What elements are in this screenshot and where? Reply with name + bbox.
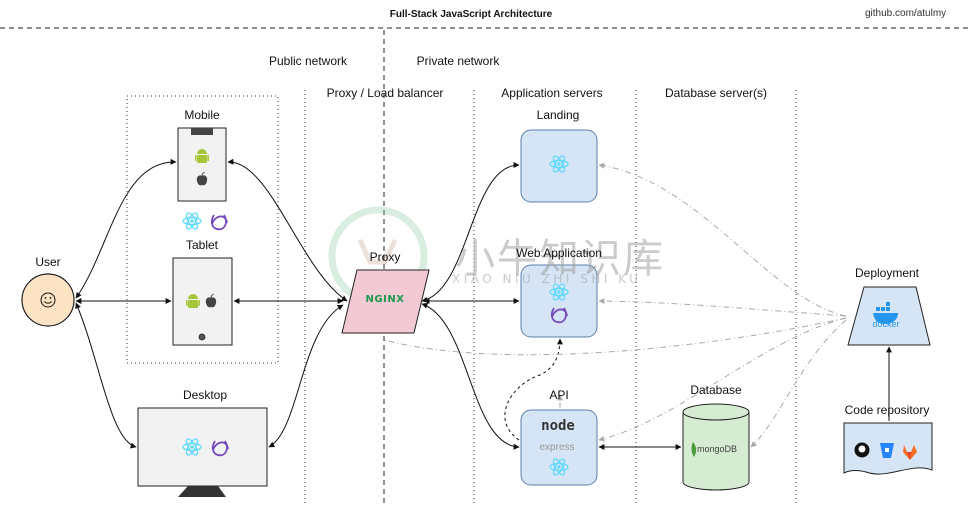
mongodb-leaf-icon xyxy=(691,442,697,457)
landing-node xyxy=(520,129,598,203)
zone-proxy: Proxy / Load balancer xyxy=(326,86,444,100)
mobile-device xyxy=(177,127,227,202)
mobile-label: Mobile xyxy=(184,108,220,122)
landing-label: Landing xyxy=(536,108,580,122)
watermark-cn: 小牛知识库 xyxy=(455,236,665,282)
mobile-notch xyxy=(191,128,213,135)
desktop-monitor xyxy=(137,407,268,487)
smiley-icon xyxy=(40,292,56,308)
api-node xyxy=(520,409,598,486)
deployment-label: Deployment xyxy=(854,266,920,280)
docker-icon xyxy=(873,302,898,324)
node-logo: node xyxy=(541,418,575,434)
github-icon xyxy=(854,442,870,458)
tablet-home-button xyxy=(198,333,206,341)
database-node xyxy=(682,412,750,491)
webapp-label: Web Application xyxy=(516,246,602,260)
code-repo-label: Code repository xyxy=(844,403,930,417)
deployment-connections xyxy=(383,162,847,448)
proxy-label: Proxy xyxy=(369,250,401,264)
docker-logo: docker xyxy=(872,319,900,329)
tablet-device xyxy=(172,257,233,346)
tablet-label: Tablet xyxy=(185,238,219,252)
zone-db-server: Database server(s) xyxy=(664,86,768,100)
desktop-label: Desktop xyxy=(182,388,228,402)
user-node xyxy=(21,273,75,327)
bitbucket-icon xyxy=(880,443,894,458)
api-label: API xyxy=(549,388,569,402)
proxy-node xyxy=(341,269,430,334)
gitlab-icon xyxy=(903,445,917,460)
zone-public-network: Public network xyxy=(268,54,348,68)
watermark-pinyin: XIAO NIU ZHI SHI KU xyxy=(452,272,642,286)
express-logo: express xyxy=(539,442,575,453)
mongodb-logo: mongoDB xyxy=(697,444,738,454)
source-link[interactable]: github.com/atulmy xyxy=(865,8,947,19)
database-label: Database xyxy=(690,383,742,397)
nginx-logo: NGINX xyxy=(365,294,405,305)
user-label: User xyxy=(35,255,61,269)
redux-icon xyxy=(210,214,228,231)
webapp-node xyxy=(520,264,598,338)
diagram-title: Full-Stack JavaScript Architecture xyxy=(389,9,553,20)
zone-app-servers: Application servers xyxy=(501,86,603,100)
react-icon xyxy=(182,210,202,232)
zone-private-network: Private network xyxy=(416,54,500,68)
desktop-stand xyxy=(178,486,226,497)
